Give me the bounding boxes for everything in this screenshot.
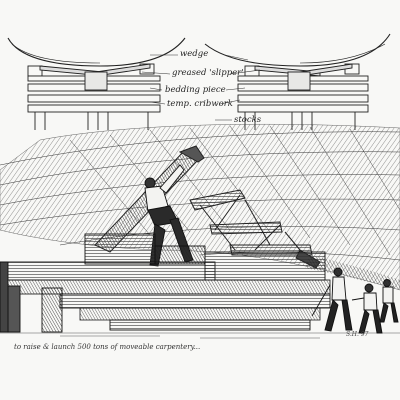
label-leaders (141, 54, 261, 121)
hull-outline-right (204, 33, 391, 67)
hull-planking (69, 125, 400, 256)
stacked-cribwork (0, 233, 331, 333)
artist-signature: S.H. 97 (346, 331, 369, 338)
label-greased-slipper: greased 'slipper' (172, 68, 244, 78)
workers-right (311, 267, 399, 334)
label-bedding-piece: bedding piece (165, 85, 226, 95)
label-wedge: wedge (180, 49, 209, 59)
label-stocks: stocks (234, 115, 262, 125)
cradle-left (27, 63, 161, 130)
hull-shadow (305, 255, 400, 290)
cradle-right (237, 63, 369, 130)
ground (0, 332, 400, 339)
hull-outline-left (7, 37, 186, 67)
illustration-caption: to raise & launch 500 tons of moveable c… (14, 343, 201, 351)
launch-cradle-diagram (7, 33, 391, 130)
label-temp-cribwork: temp. cribwork (167, 99, 233, 109)
